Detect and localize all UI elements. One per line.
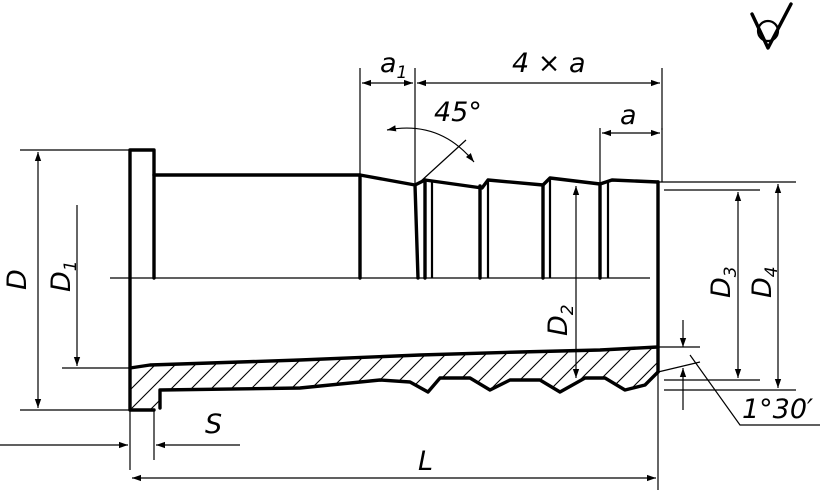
label-D2: D2	[543, 304, 578, 336]
label-L: L	[418, 446, 433, 477]
label-4xa: 4 × a	[512, 48, 586, 79]
label-D3: D3	[706, 266, 741, 298]
dimension-lines	[0, 68, 820, 490]
label-45deg: 45°	[434, 97, 482, 128]
part-outline	[110, 148, 660, 412]
dimension-labels: D D1 a1 4 × a a 45° D2 D3 D4 1°30′ S L	[2, 48, 813, 477]
label-D1: D1	[46, 260, 81, 292]
label-1deg30: 1°30′	[742, 394, 813, 425]
label-a1: a1	[380, 48, 407, 83]
label-a: a	[620, 100, 637, 131]
surface-roughness-icon	[750, 2, 793, 50]
label-S: S	[205, 409, 222, 440]
label-D: D	[2, 269, 33, 290]
label-D4: D4	[747, 266, 782, 298]
